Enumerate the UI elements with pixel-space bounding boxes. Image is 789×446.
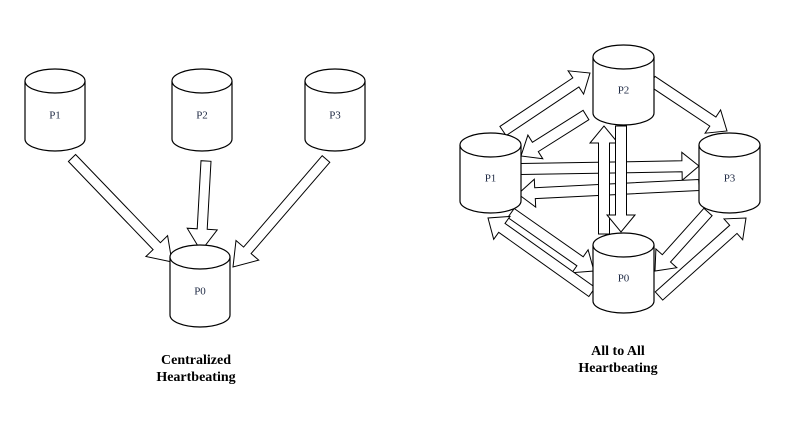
caption-all-to-all-heartbeating: All to All Heartbeating — [518, 343, 718, 377]
process-node-p3: P3 — [304, 68, 366, 152]
node-label: P1 — [485, 173, 497, 185]
cylinder-body — [169, 257, 231, 328]
cylinder-top — [304, 68, 366, 94]
node-label: P0 — [618, 273, 630, 285]
heartbeat-arrow-p2-to-p0 — [186, 160, 219, 252]
cylinder-top — [459, 132, 522, 158]
heartbeat-arrow-p1-to-p0 — [67, 153, 173, 263]
caption-line: All to All — [591, 344, 645, 359]
process-node-p0: P0 — [592, 232, 655, 314]
cylinder-body — [698, 145, 761, 214]
process-node-p1: P1 — [24, 68, 86, 152]
heartbeat-arrow-p0-to-p1 — [487, 215, 596, 298]
cylinder-body — [24, 81, 86, 152]
process-node-p2: P2 — [171, 68, 233, 152]
heartbeat-arrow-p3-to-p0 — [654, 207, 713, 272]
process-node-p1: P1 — [459, 132, 522, 214]
cylinder-top — [169, 244, 231, 270]
node-label: P1 — [49, 110, 61, 122]
cylinder-body — [459, 145, 522, 214]
heartbeat-arrow-p2-to-p1 — [520, 109, 590, 160]
cylinder-body — [171, 81, 233, 152]
cylinder-body — [304, 81, 366, 152]
edges-all-to-all — [487, 70, 747, 301]
node-label: P0 — [194, 286, 206, 298]
caption-line: Centralized — [161, 353, 231, 368]
heartbeat-arrow-p3-to-p0 — [232, 154, 331, 268]
arrows-layer — [67, 70, 747, 301]
heartbeat-arrow-p0-to-p3 — [654, 217, 747, 301]
heartbeat-arrow-p1-to-p2 — [499, 70, 591, 137]
heartbeat-arrow-p2-to-p3 — [648, 75, 728, 134]
caption-centralized-heartbeating: Centralized Heartbeating — [96, 352, 296, 386]
node-label: P2 — [196, 110, 208, 122]
caption-line: Heartbeating — [578, 361, 658, 376]
heartbeat-arrow-p0-to-p2 — [588, 125, 620, 235]
cylinder-top — [24, 68, 86, 94]
cylinder-body — [592, 57, 655, 126]
heartbeat-arrow-p2-to-p0 — [605, 125, 637, 233]
cylinder-top — [592, 232, 655, 258]
process-node-p2: P2 — [592, 44, 655, 126]
process-node-p0: P0 — [169, 244, 231, 328]
heartbeat-arrow-p1-to-p0 — [507, 207, 595, 274]
edges-centralized — [67, 153, 331, 268]
cylinder-top — [171, 68, 233, 94]
cylinder-body — [592, 245, 655, 314]
process-node-p3: P3 — [698, 132, 761, 214]
node-label: P2 — [618, 85, 630, 97]
cylinder-top — [698, 132, 761, 158]
node-label: P3 — [329, 110, 341, 122]
caption-line: Heartbeating — [156, 370, 236, 385]
node-label: P3 — [724, 173, 736, 185]
cylinder-top — [592, 44, 655, 70]
